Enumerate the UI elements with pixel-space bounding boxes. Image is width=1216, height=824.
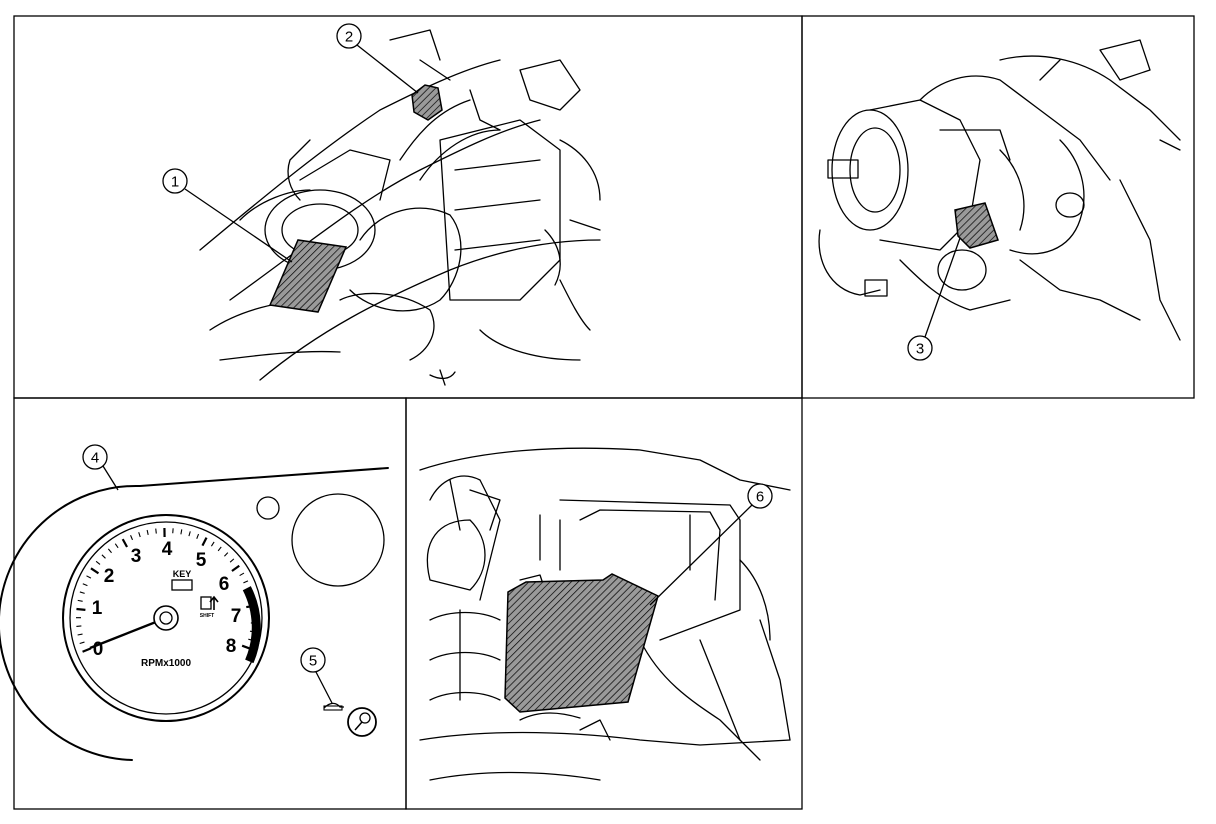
tach-tick xyxy=(231,564,240,572)
tach-tick xyxy=(210,541,215,547)
tach-number-7: 7 xyxy=(231,606,242,627)
tach-number-0: 0 xyxy=(93,639,104,660)
tach-number-1: 1 xyxy=(92,598,103,619)
rpm-unit-label: RPMx1000 xyxy=(141,658,191,669)
key-warning-label: KEY xyxy=(173,569,192,579)
park-indicator-icon xyxy=(200,596,212,610)
tachometer: 0 1 2 3 4 5 6 7 8 KEY SHIFT RPMx1000 xyxy=(62,514,270,722)
callout-1: 1 xyxy=(162,168,293,263)
tach-tick xyxy=(77,599,83,602)
small-gauge xyxy=(256,496,280,520)
hatched-component-3 xyxy=(954,202,999,249)
callout-markers: 1 2 3 4 5 6 xyxy=(82,23,961,704)
panel-frames xyxy=(13,15,1195,810)
tach-number-5: 5 xyxy=(196,550,207,571)
hatched-control-unit xyxy=(504,573,659,713)
tach-number-6: 6 xyxy=(219,574,230,595)
panel-control-unit xyxy=(419,447,791,781)
security-indicator-icon xyxy=(323,702,344,711)
meter-housing-outline xyxy=(0,467,389,761)
callout-4: 4 xyxy=(82,444,119,491)
panel-combination-meter: 0 1 2 3 4 5 6 7 8 KEY SHIFT RPMx1000 xyxy=(0,467,389,761)
panel-steering-column xyxy=(199,29,601,386)
tach-tick xyxy=(79,641,85,645)
tach-tick xyxy=(101,554,106,559)
tach-tick xyxy=(201,537,208,547)
hatched-component-1 xyxy=(268,239,348,313)
tach-tick xyxy=(76,607,86,611)
callout-6: 6 xyxy=(649,483,773,606)
tach-number-2: 2 xyxy=(104,566,115,587)
callout-4-label: 4 xyxy=(91,450,99,467)
tach-tick xyxy=(130,535,134,541)
control-unit-illustration xyxy=(419,447,791,781)
fuel-gauge xyxy=(291,493,385,587)
callout-3: 3 xyxy=(907,237,961,361)
tachometer-needle xyxy=(89,616,167,650)
callout-2: 2 xyxy=(336,23,419,94)
panel-ignition-switch xyxy=(818,39,1181,341)
callout-6-label: 6 xyxy=(756,489,764,506)
tach-tick xyxy=(95,560,101,565)
tach-tick xyxy=(82,647,92,653)
tach-number-4: 4 xyxy=(162,539,173,560)
callout-2-label: 2 xyxy=(345,29,353,46)
tach-tick xyxy=(217,546,222,552)
tach-tick xyxy=(138,532,141,538)
shift-label: SHIFT xyxy=(200,613,214,619)
tach-tick xyxy=(180,529,183,535)
callout-5-label: 5 xyxy=(309,653,317,670)
steering-column-illustration xyxy=(199,29,601,386)
tach-tick xyxy=(121,538,129,548)
tach-tick xyxy=(243,580,249,584)
tach-tick xyxy=(146,529,149,536)
tach-number-3: 3 xyxy=(131,546,142,567)
tach-number-8: 8 xyxy=(226,636,237,657)
tach-tick xyxy=(155,528,157,534)
callout-3-label: 3 xyxy=(916,341,924,358)
ignition-switch-illustration xyxy=(818,39,1181,341)
tach-tick xyxy=(224,552,229,557)
redline-zone xyxy=(242,586,261,664)
tach-tick xyxy=(114,543,119,549)
key-ring-indicator-icon xyxy=(347,707,377,737)
tach-tick xyxy=(229,558,235,563)
tach-tick xyxy=(77,633,83,636)
shift-arrow-icon xyxy=(209,595,219,610)
callout-5: 5 xyxy=(300,647,333,704)
needle-hub xyxy=(153,605,179,631)
tach-tick xyxy=(90,567,100,575)
tach-tick xyxy=(86,575,92,579)
tach-tick xyxy=(196,533,200,539)
tach-tick xyxy=(79,591,85,594)
key-warning-icon xyxy=(171,579,193,591)
tach-tick xyxy=(188,531,191,537)
tach-tick xyxy=(82,583,88,587)
callout-1-label: 1 xyxy=(171,174,179,191)
tach-tick xyxy=(239,572,245,577)
tach-tick xyxy=(107,548,112,554)
hatched-component-2 xyxy=(411,84,443,121)
